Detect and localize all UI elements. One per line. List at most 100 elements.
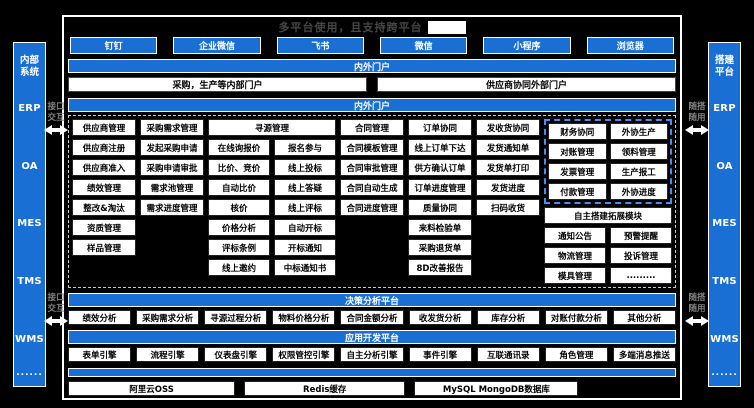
double-arrow-icon [44,125,68,136]
double-arrow-icon [44,316,68,327]
analytics-item: 采购需求分析 [136,310,200,325]
module-box: 报名参与 [274,139,336,156]
extension-pair-row: 物流管理投诉管理 [544,247,672,264]
module-box: 供方确认订单 [408,159,472,176]
internal-systems-title: 内部 系统 [19,55,39,79]
module-box: 供应商准入 [72,159,136,176]
module-box: 预警提醒 [610,227,672,244]
module-box: 核价 [208,199,270,216]
channel-item: 浏览器 [586,37,674,54]
column-header: 供应商管理 [72,119,136,136]
module-box: 发货单打印 [476,159,540,176]
module-box: 模具管理 [544,267,606,284]
redaction-box [427,20,466,34]
module-box: 领料管理 [609,143,668,160]
extension-pair-row: 通知公告预警提醒 [544,227,672,244]
app-column: 发收货协同发货通知单发货单打印发货进度扫码收货 [476,119,540,284]
module-box: 线上订单下达 [408,139,472,156]
module-box: 评标条例 [208,239,270,256]
analytics-item: 库存分析 [476,310,540,325]
channel-item: 钉钉 [70,37,158,54]
infrastructure-item: Redis缓存 [244,381,406,396]
app-band: 内外门户 [68,98,676,112]
build-platform-erp: ERP [713,103,736,115]
analytics-item: 收发货分析 [408,310,472,325]
module-box: 绩效管理 [72,179,136,196]
sourcing-subcolumn: 在线询报价比价、竞价自动比价核价价格分析评标条例线上邀约 [208,139,270,284]
build-platform-wms: WMS [710,333,739,345]
module-box: 外协进度 [609,183,668,200]
module-box: 8D改善报告 [408,259,472,276]
analytics-item: 寻源过程分析 [204,310,268,325]
ready-use-connector-bottom-right: 随搭 随用 [683,293,711,327]
extension-module-full: 自主搭建拓展模块 [544,207,672,224]
dev-platform-item: 多端消息推送 [612,347,676,362]
module-box: 中标通知书 [274,259,336,276]
app-column-sourcing: 寻源管理在线询报价比价、竞价自动比价核价价格分析评标条例线上邀约报名参与线上投标… [208,119,336,284]
module-box: 线上邀约 [208,259,270,276]
internal-system-tms: TMS [17,275,42,287]
internal-system-erp: ERP [18,103,41,115]
infrastructure-item: MySQL MongoDB数据库 [414,381,579,396]
dev-platform-item: 表单引擎 [68,347,132,362]
infrastructure-band [68,368,676,377]
double-arrow-icon [685,316,709,327]
column-header: 订单协同 [408,119,472,136]
module-box: 对账管理 [548,143,607,160]
module-box: 资质管理 [72,219,136,236]
module-box: 自动开标 [274,219,336,236]
module-box: 线上评标 [274,199,336,216]
interface-connector-top-left: 接口 交互 [42,102,70,136]
portal-item: 采购，生产等内部门户 [68,77,367,92]
portal-item: 供应商协同外部门户 [377,77,676,92]
channel-item: 小程序 [483,37,571,54]
module-box: 开标通知 [274,239,336,256]
dev-platform-row: 表单引擎流程引擎仪表盘引擎权限管控引擎自主分析引擎事件引擎互联通讯录角色管理多端… [68,347,676,362]
internal-system-mes: MES [17,218,42,230]
main-panel: 多平台使用，且支持跨平台 钉钉企业微信飞书微信小程序浏览器 内外门户 采购，生产… [62,15,682,400]
app-column: 供应商管理供应商注册供应商准入绩效管理整改&淘汰资质管理样品管理 [72,119,136,284]
module-box: 通知公告 [544,227,606,244]
column-header: 采购需求管理 [140,119,204,136]
module-box: 付款管理 [548,183,607,200]
module-box: 在线询报价 [208,139,270,156]
module-box: 比价、竞价 [208,159,270,176]
module-box: 需求进度管理 [140,199,204,216]
module-box: 供应商注册 [72,139,136,156]
app-column: 采购需求管理发起采购申请采购申请审批需求池管理需求进度管理 [140,119,204,284]
infrastructure-row: 阿里云OSS Redis缓存 MySQL MongoDB数据库 [68,381,676,396]
module-box: 样品管理 [72,239,136,256]
analytics-item: 绩效分析 [68,310,132,325]
module-box: 发货通知单 [476,139,540,156]
dev-platform-band: 应用开发平台 [68,330,676,344]
interface-connector-bottom-left: 接口 交互 [42,293,70,327]
column-header: 外协生产 [609,123,668,140]
dev-platform-item: 自主分析引擎 [340,347,404,362]
channel-item: 企业微信 [173,37,261,54]
module-box: 发起采购申请 [140,139,204,156]
module-box: 自动比价 [208,179,270,196]
extension-pair-row: 模具管理......... [544,267,672,284]
module-box: 合同自动生成 [340,179,404,196]
module-box: ......... [610,267,672,284]
dev-platform-item: 仪表盘引擎 [204,347,268,362]
analytics-row: 绩效分析采购需求分析寻源过程分析物料价格分析合同金额分析收发货分析库存分析对账付… [68,310,676,325]
module-box: 整改&淘汰 [72,199,136,216]
infrastructure-item: 阿里云OSS [68,381,236,396]
module-box: 合同审批管理 [340,159,404,176]
double-arrow-icon [685,125,709,136]
module-box: 价格分析 [208,219,270,236]
channel-row: 钉钉企业微信飞书微信小程序浏览器 [68,37,676,54]
analytics-band: 决策分析平台 [68,293,676,307]
module-box: 合同进度管理 [340,199,404,216]
channel-item: 飞书 [276,37,364,54]
sourcing-subrow: 在线询报价比价、竞价自动比价核价价格分析评标条例线上邀约报名参与线上投标线上答疑… [208,139,336,284]
highlight-dashed-group: 财务协同外协生产对账管理领料管理发票管理生产报工付款管理外协进度 [544,119,672,204]
ready-use-connector-top-right: 随搭 随用 [683,102,711,136]
